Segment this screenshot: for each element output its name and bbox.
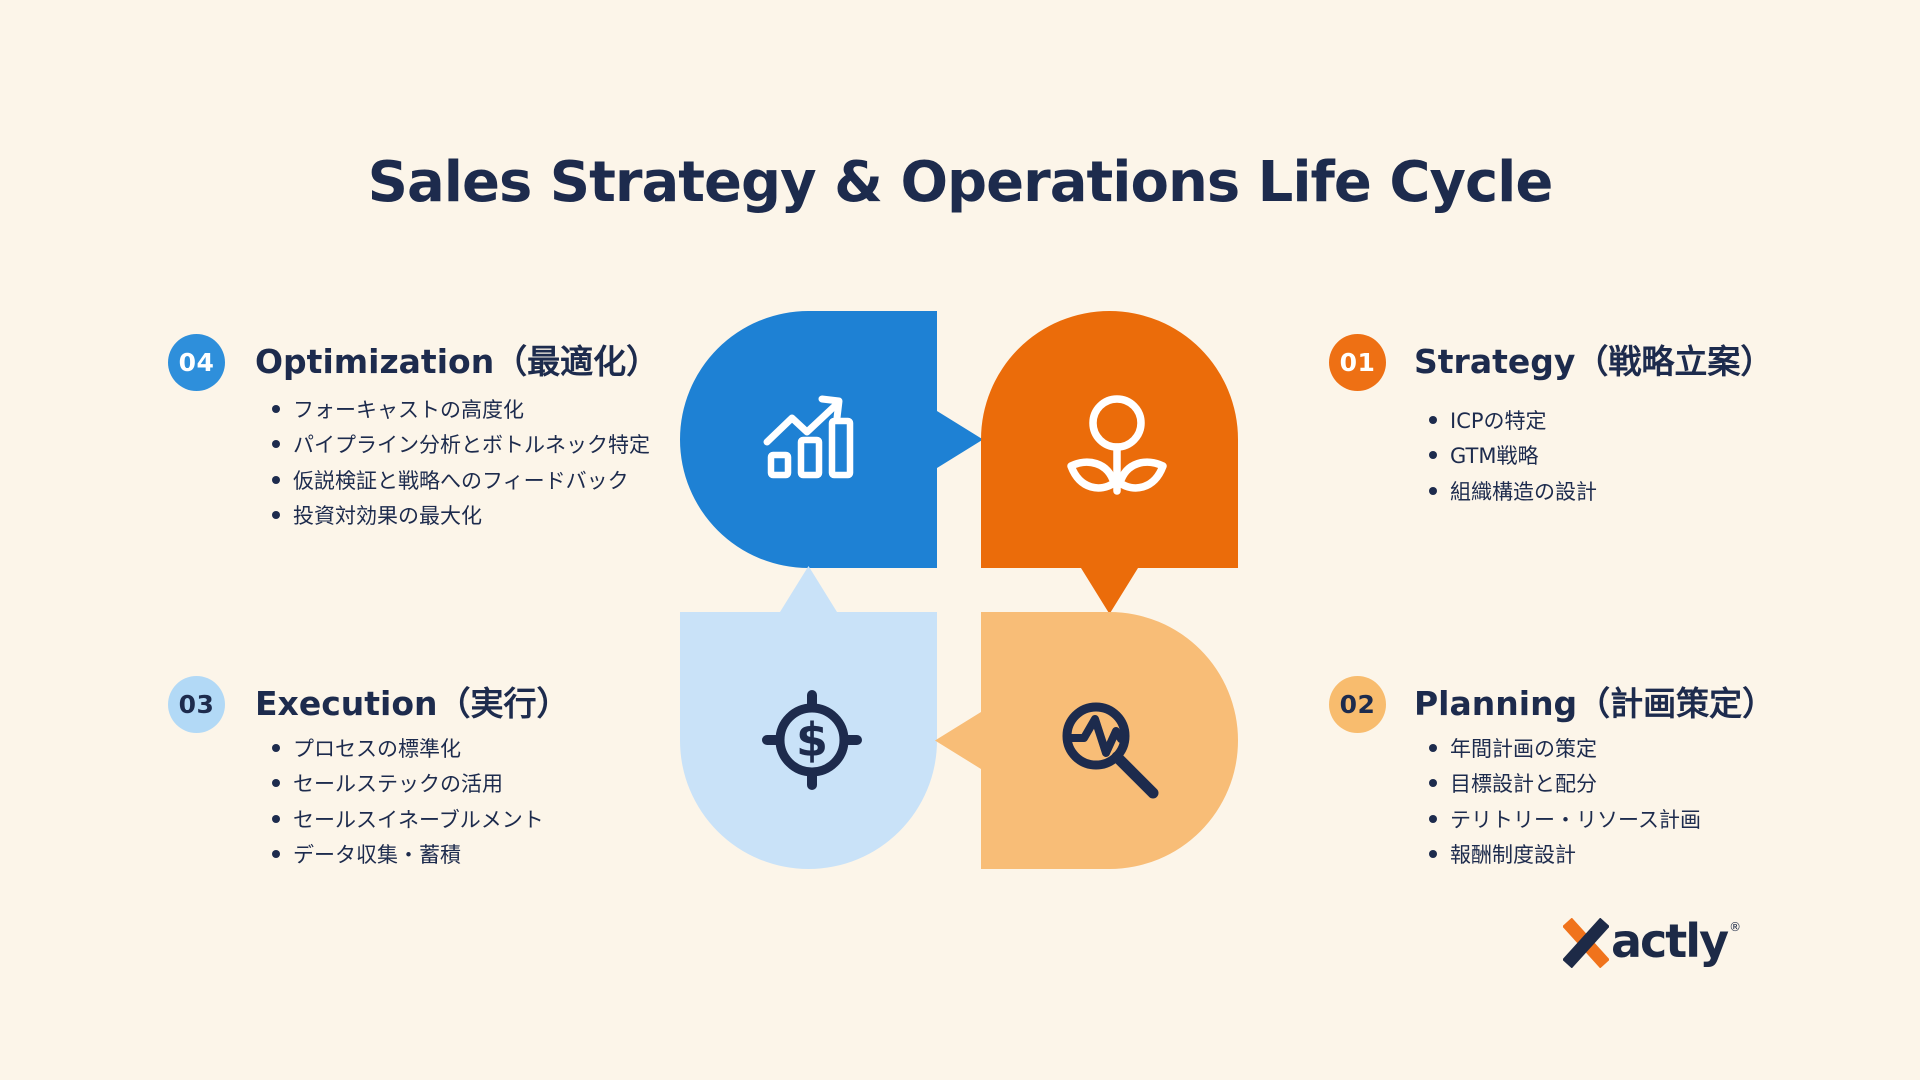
bullet-text: セールステックの活用 [293, 772, 503, 797]
list-item: 組織構造の設計 [1429, 473, 1597, 509]
execution-bubble: $ [680, 566, 937, 869]
bullet-dot [1429, 451, 1437, 460]
svg-text:$: $ [796, 713, 828, 767]
logo-wordmark: actly [1611, 914, 1729, 968]
list-item: ICPの特定 [1429, 402, 1597, 438]
bullet-text: セールスイネーブルメント [293, 807, 544, 832]
list-item: GTM戦略 [1429, 438, 1597, 474]
bullet-dot [272, 850, 280, 859]
quadrant-title-strategy: Strategy（戦略立案） [1414, 342, 1774, 381]
quadrant-title-execution: Execution（実行） [255, 684, 570, 723]
bullet-dot [272, 511, 280, 520]
list-item: 仮説検証と戦略へのフィードバック [272, 462, 650, 498]
planning-bubble [935, 612, 1238, 869]
bullet-dot [272, 814, 280, 823]
bullet-dot [1429, 415, 1437, 424]
bullet-dot [272, 743, 280, 752]
list-item: 報酬制度設計 [1429, 837, 1701, 873]
planning-list: 年間計画の策定 目標設計と配分 テリトリー・リソース計画 報酬制度設計 [1429, 730, 1701, 872]
list-item: セールステックの活用 [272, 766, 544, 802]
optimization-bubble [680, 311, 983, 568]
bullet-text: 組織構造の設計 [1450, 479, 1597, 504]
bullet-dot [272, 404, 280, 413]
optimization-list: フォーキャストの高度化 パイプライン分析とボトルネック特定 仮説検証と戦略へのフ… [272, 391, 650, 533]
quadrant-title-optimization: Optimization（最適化） [255, 342, 660, 381]
registered-trademark-symbol: ® [1729, 920, 1742, 934]
bullet-dot [272, 475, 280, 484]
bullet-text: データ収集・蓄積 [293, 843, 461, 868]
strategy-list: ICPの特定 GTM戦略 組織構造の設計 [1429, 402, 1597, 509]
step-badge-02: 02 [1329, 676, 1386, 733]
flower-growth-icon [1067, 395, 1167, 495]
bullet-text: 投資対効果の最大化 [293, 504, 482, 529]
quadrant-title-planning: Planning（計画策定） [1414, 684, 1776, 723]
bullet-text: 仮説検証と戦略へのフィードバック [293, 468, 629, 493]
bullet-dot [272, 779, 280, 788]
bullet-dot [272, 440, 280, 449]
bullet-text: パイプライン分析とボトルネック特定 [293, 433, 650, 458]
bullet-dot [1429, 486, 1437, 495]
bullet-dot [1429, 850, 1437, 859]
list-item: 投資対効果の最大化 [272, 498, 650, 534]
xactly-logo: actly ® [1563, 916, 1741, 968]
bullet-text: プロセスの標準化 [293, 736, 461, 761]
execution-list: プロセスの標準化 セールステックの活用 セールスイネーブルメント データ収集・蓄… [272, 730, 544, 872]
bullet-text: 年間計画の策定 [1450, 736, 1597, 761]
bullet-text: 目標設計と配分 [1450, 772, 1597, 797]
step-badge-01: 01 [1329, 334, 1386, 391]
step-badge-04: 04 [168, 334, 225, 391]
bullet-text: 報酬制度設計 [1450, 843, 1576, 868]
bullet-dot [1429, 779, 1437, 788]
list-item: セールスイネーブルメント [272, 801, 544, 837]
list-item: フォーキャストの高度化 [272, 391, 650, 427]
step-badge-03: 03 [168, 676, 225, 733]
list-item: パイプライン分析とボトルネック特定 [272, 427, 650, 463]
bullet-dot [1429, 814, 1437, 823]
list-item: プロセスの標準化 [272, 730, 544, 766]
bullet-text: GTM戦略 [1450, 444, 1539, 469]
bullet-text: テリトリー・リソース計画 [1450, 807, 1701, 832]
list-item: 目標設計と配分 [1429, 766, 1701, 802]
growth-chart-icon [763, 395, 854, 479]
search-pulse-icon [1062, 702, 1159, 799]
strategy-bubble [981, 311, 1238, 614]
bullet-text: ICPの特定 [1450, 408, 1547, 433]
page-title: Sales Strategy & Operations Life Cycle [367, 150, 1554, 215]
list-item: テリトリー・リソース計画 [1429, 801, 1701, 837]
bullet-dot [1429, 743, 1437, 752]
cycle-diagram: $ [680, 311, 1238, 869]
bullet-text: フォーキャストの高度化 [293, 397, 524, 422]
xactly-x-mark [1563, 918, 1609, 968]
list-item: 年間計画の策定 [1429, 730, 1701, 766]
list-item: データ収集・蓄積 [272, 837, 544, 873]
dollar-target-icon: $ [762, 690, 862, 790]
